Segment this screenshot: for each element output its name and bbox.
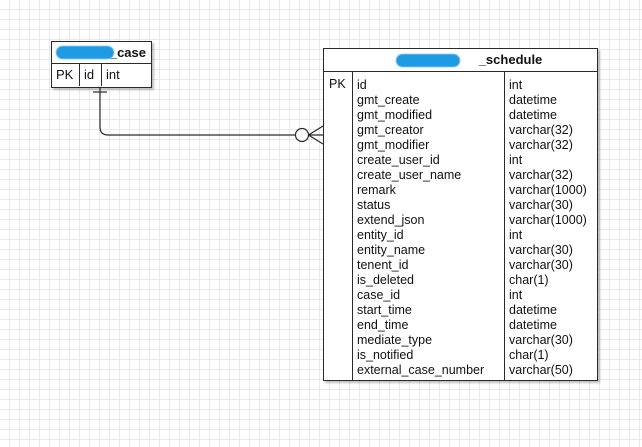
pk-label: PK (56, 67, 74, 82)
column-name[interactable]: gmt_creator (357, 123, 424, 137)
column-name[interactable]: entity_name (357, 243, 426, 257)
column-type: varchar(32) (509, 138, 573, 152)
column-divider (79, 64, 80, 86)
column-divider (352, 72, 353, 380)
schedule-entity-header: _schedule (324, 49, 597, 72)
crowfoot-marker (308, 125, 324, 145)
column-name[interactable]: start_time (357, 303, 412, 317)
case-entity[interactable]: _case PK id int (51, 41, 152, 88)
column-type: varchar(30) (509, 333, 573, 347)
field-type: int (106, 67, 120, 82)
pk-label: PK (329, 77, 346, 91)
field-name: id (84, 67, 95, 82)
schedule-entity-title: _schedule (478, 52, 543, 67)
column-type: datetime (509, 318, 557, 332)
column-name[interactable]: id (357, 78, 367, 92)
redaction-mark (396, 54, 460, 67)
column-type: datetime (509, 93, 557, 107)
column-name[interactable]: gmt_modifier (357, 138, 430, 152)
column-name[interactable]: remark (357, 183, 396, 197)
column-type: varchar(1000) (509, 183, 587, 197)
column-divider (504, 72, 505, 380)
column-name[interactable]: create_user_id (357, 153, 440, 167)
relationship-line (99, 86, 296, 136)
column-type: varchar(1000) (509, 213, 587, 227)
column-name[interactable]: status (357, 198, 391, 212)
column-type: varchar(30) (509, 243, 573, 257)
column-name[interactable]: gmt_modified (357, 108, 433, 122)
column-name[interactable]: entity_id (357, 228, 404, 242)
column-type: varchar(32) (509, 123, 573, 137)
column-name[interactable]: is_notified (357, 348, 414, 362)
column-type: char(1) (509, 273, 549, 287)
column-type: char(1) (509, 348, 549, 362)
column-type: varchar(30) (509, 198, 573, 212)
column-type: varchar(30) (509, 258, 573, 272)
redaction-mark (56, 46, 114, 59)
column-name[interactable]: gmt_create (357, 93, 420, 107)
column-type: int (509, 228, 523, 242)
column-type: datetime (509, 108, 557, 122)
column-name[interactable]: case_id (357, 288, 401, 302)
column-name[interactable]: mediate_type (357, 333, 433, 347)
column-type: varchar(32) (509, 168, 573, 182)
column-type: int (509, 288, 523, 302)
column-divider (101, 64, 102, 86)
column-type: datetime (509, 303, 557, 317)
column-name[interactable]: end_time (357, 318, 409, 332)
column-type: int (509, 153, 523, 167)
case-entity-header: _case (52, 42, 151, 64)
zero-marker (294, 127, 310, 143)
column-name[interactable]: external_case_number (357, 363, 485, 377)
column-name[interactable]: tenent_id (357, 258, 409, 272)
case-field-row[interactable]: PK id int (52, 64, 151, 86)
column-name[interactable]: extend_json (357, 213, 425, 227)
column-name[interactable]: is_deleted (357, 273, 414, 287)
case-entity-title: _case (109, 45, 146, 60)
column-type: varchar(50) (509, 363, 573, 377)
column-name[interactable]: create_user_name (357, 168, 462, 182)
column-type: int (509, 78, 523, 92)
